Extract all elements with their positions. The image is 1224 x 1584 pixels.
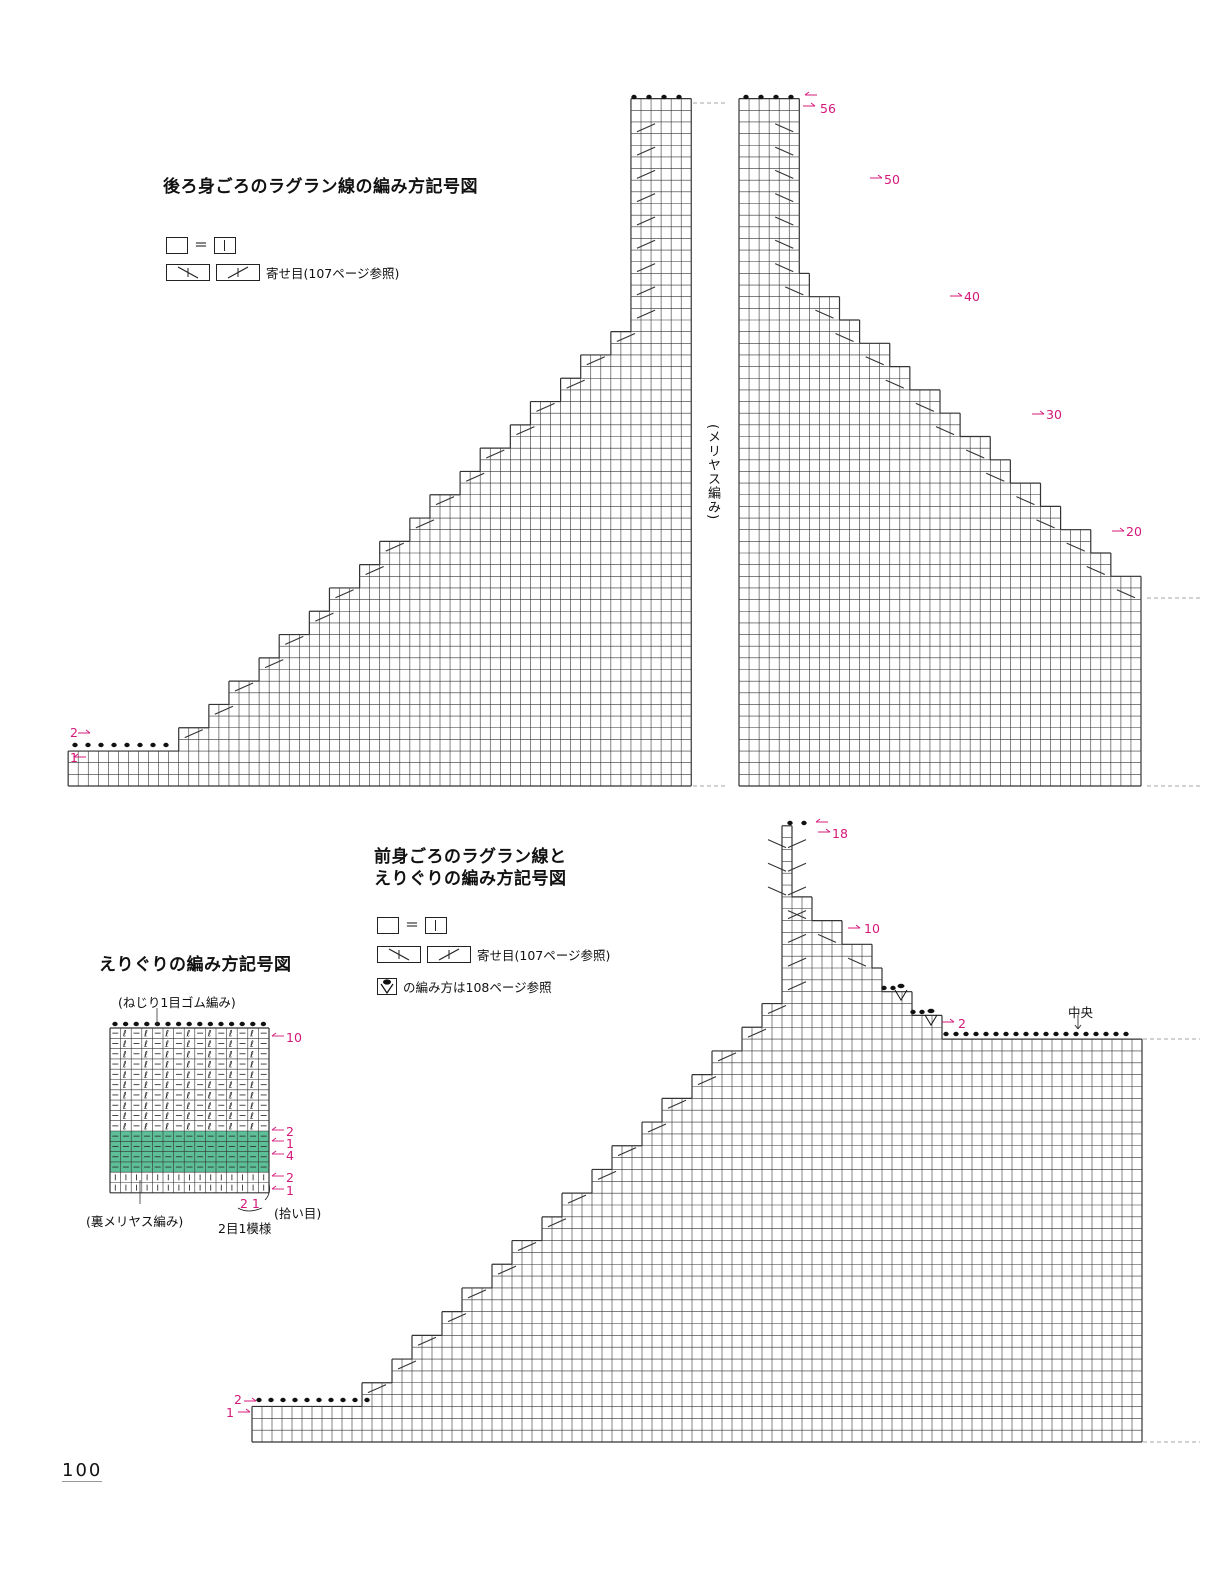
right-decrease-symbol xyxy=(377,946,421,963)
left-decrease-symbol xyxy=(427,946,471,963)
neck-pickup-label: (拾い目) xyxy=(274,1206,322,1221)
back-start-row-1: 1 xyxy=(70,750,78,765)
neck-row-2a: 2 xyxy=(286,1170,294,1185)
decrease-legend-text: 寄せ目(107ページ参照) xyxy=(477,948,611,963)
equals-sign: ＝ xyxy=(194,238,208,254)
back-chart-title: 後ろ身ごろのラグラン線の編み方記号図 xyxy=(163,177,478,197)
neck-row-10: 10 xyxy=(286,1030,302,1045)
back-row-30: 30 xyxy=(1046,407,1062,422)
right-decrease-symbol xyxy=(166,264,210,281)
neck-row-1a: 1 xyxy=(286,1183,294,1198)
center-mark-label: 中央 xyxy=(1068,1005,1094,1020)
back-row-20: 20 xyxy=(1126,524,1142,539)
front-start-row-2: 2 xyxy=(234,1392,242,1407)
back-row-40: 40 xyxy=(964,289,980,304)
front-chart-title-2: えりぐりの編み方記号図 xyxy=(374,869,567,889)
front-row-18: 18 xyxy=(832,826,848,841)
left-decrease-symbol xyxy=(216,264,260,281)
decrease-legend-text: 寄せ目(107ページ参照) xyxy=(266,266,400,281)
knit-symbol xyxy=(214,236,236,254)
page-number: 100 xyxy=(62,1460,103,1482)
neck-row-4: 4 xyxy=(286,1148,294,1163)
front-legend-knit: ＝ xyxy=(377,915,447,935)
back-legend-knit: ＝ xyxy=(166,235,236,255)
back-legend-decrease: 寄せ目(107ページ参照) xyxy=(166,263,399,282)
back-row-56: 56 xyxy=(820,101,836,116)
knit-symbol xyxy=(425,916,447,934)
special-legend-text: の編み方は108ページ参照 xyxy=(403,980,552,995)
front-row-2: 2 xyxy=(958,1016,966,1031)
empty-cell-symbol xyxy=(166,236,188,254)
stockinette-label: (メリヤス編み) xyxy=(703,420,722,525)
neck-row-2b: 2 xyxy=(286,1124,294,1139)
back-start-row-2: 2 xyxy=(70,725,78,740)
front-start-row-1: 1 xyxy=(226,1405,234,1420)
front-legend-special: の編み方は108ページ参照 xyxy=(377,977,552,996)
neck-bottom-label: (裏メリヤス編み) xyxy=(86,1214,184,1229)
equals-sign: ＝ xyxy=(405,918,419,934)
neck-repeat-nums: 2 1 xyxy=(240,1196,260,1211)
bind-off-symbol xyxy=(377,978,397,995)
front-row-10: 10 xyxy=(864,921,880,936)
neck-repeat-label: 2目1模様 xyxy=(218,1221,272,1236)
back-row-50: 50 xyxy=(884,172,900,187)
front-chart-title-1: 前身ごろのラグラン線と xyxy=(374,847,567,867)
empty-cell-symbol xyxy=(377,916,399,934)
front-legend-decrease: 寄せ目(107ページ参照) xyxy=(377,945,610,964)
neck-top-label: (ねじり1目ゴム編み) xyxy=(118,995,236,1010)
neck-row-1b: 1 xyxy=(286,1136,294,1151)
neck-chart-title: えりぐりの編み方記号図 xyxy=(99,955,292,975)
